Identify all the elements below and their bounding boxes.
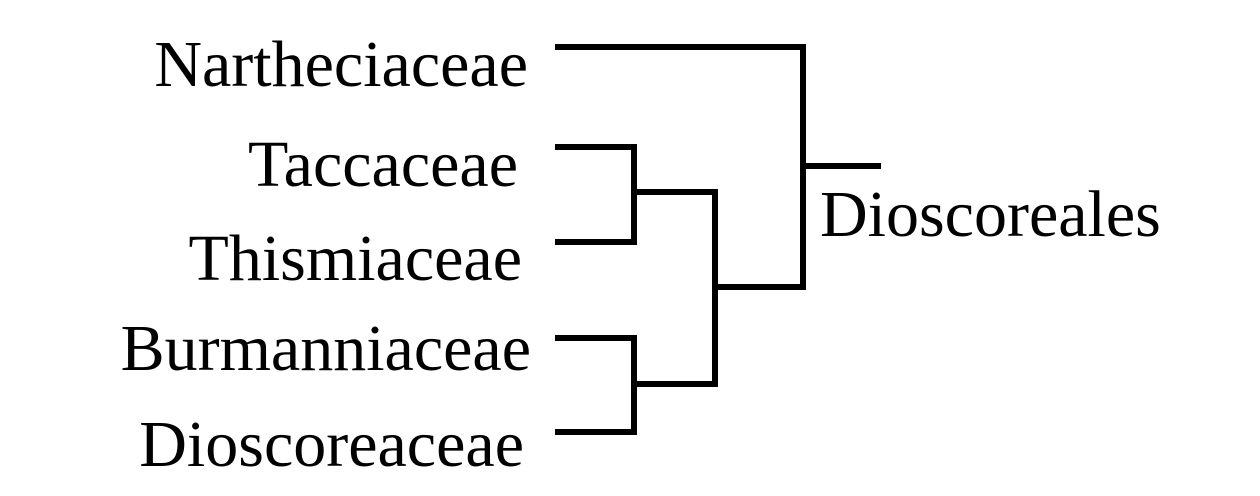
clade-label-dioscoreales: Dioscoreales <box>820 178 1161 251</box>
taxon-label-taccaceae: Taccaceae <box>248 128 518 201</box>
taxon-label-dioscoreaceae: Dioscoreaceae <box>139 408 524 481</box>
taxon-label-nartheciaceae: Nartheciaceae <box>154 28 528 101</box>
taxon-label-burmanniaceae: Burmanniaceae <box>121 312 531 385</box>
taxon-label-thismiaceae: Thismiaceae <box>189 222 522 295</box>
